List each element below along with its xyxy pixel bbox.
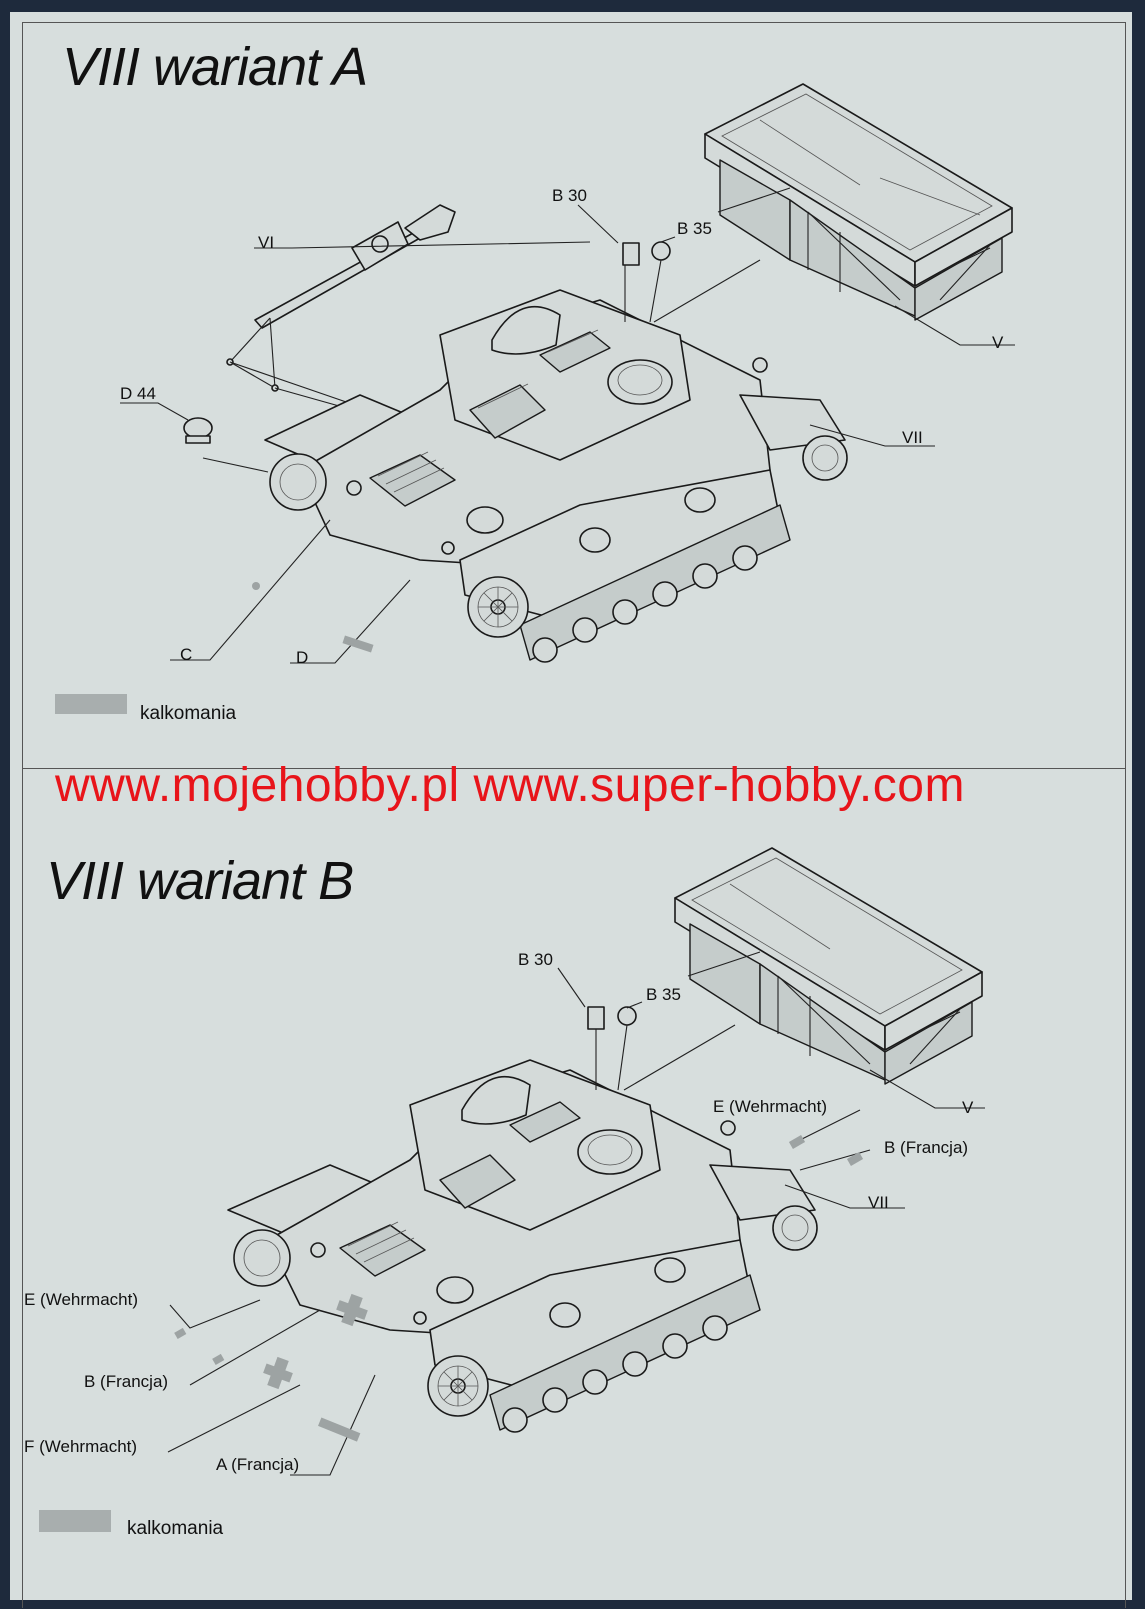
decal-mark-cross-hull [336,1293,368,1327]
callout-a-d: D [296,648,309,667]
part-b30-a [622,242,640,266]
leader-lines-a [120,204,1015,664]
decal-mark-b-left [212,1353,225,1365]
callout-b-a-left: A (Francja) [216,1455,300,1474]
decal-mark-b-right [846,1152,864,1166]
callout-b-e-left: E (Wehrmacht) [24,1290,138,1309]
part-d44-a [183,417,213,444]
callout-b-v: V [962,1098,974,1117]
callout-a-v: V [992,333,1004,352]
decal-mark-f-left [263,1356,293,1390]
trailer-box-a [704,83,1013,321]
callout-a-c: C [180,645,193,664]
tank-hull-b [227,1059,818,1433]
decal-mark-e-right [788,1135,806,1149]
decal-mark-a-left [318,1417,361,1442]
variant-b-drawing [167,847,985,1476]
variant-a-drawing [120,83,1015,664]
callout-b-vii: VII [868,1193,889,1212]
decal-legend-label-a: kalkomania [140,703,237,724]
section-b-title: VIII wariant B [46,851,354,911]
callout-b-e-right: E (Wehrmacht) [713,1097,827,1116]
callout-a-b30: B 30 [552,186,587,205]
decal-legend-swatch-a [55,694,127,714]
trailer-box-b [674,847,983,1085]
decal-mark-e-left [174,1327,187,1339]
section-a-title: VIII wariant A [62,37,368,97]
decal-legend-swatch-b [39,1510,111,1532]
page-frame [22,22,1126,1608]
callout-b-b-left: B (Francja) [84,1372,169,1391]
decal-legend-label-b: kalkomania [127,1518,224,1539]
callout-a-vii: VII [902,428,923,447]
part-b35-b [617,1006,637,1026]
callout-a-b35: B 35 [677,219,712,238]
part-b35-a [651,241,671,261]
callout-b-f-left: F (Wehrmacht) [24,1437,138,1456]
decal-mark-c [252,582,260,590]
part-b30-b [587,1006,605,1030]
callout-a-vi: VI [258,233,275,252]
callout-a-d44: D 44 [120,384,156,403]
section-divider [22,768,1126,769]
callout-b-b-right: B (Francja) [884,1138,969,1157]
tank-hull-a [264,289,848,663]
callout-b-b35: B 35 [646,985,681,1004]
callout-b-b30: B 30 [518,950,553,969]
decal-mark-d [342,635,374,653]
website-watermark: www.mojehobby.pl www.super-hobby.com [55,759,965,812]
